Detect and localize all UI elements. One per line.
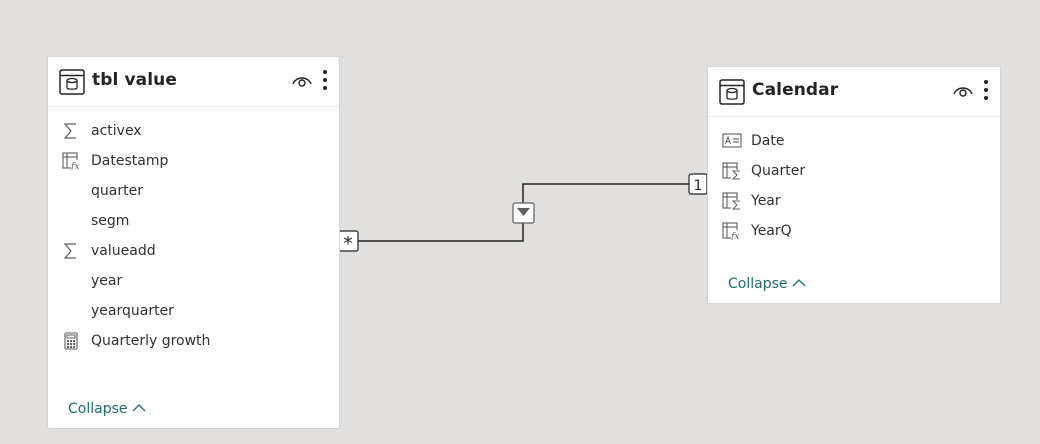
field-label: valueadd: [91, 243, 156, 259]
collapse-button[interactable]: Collapse: [728, 276, 806, 292]
measure-calculator-icon: [62, 332, 80, 350]
field-label: activex: [91, 123, 142, 139]
collapse-button[interactable]: Collapse: [68, 401, 146, 417]
calculated-column-icon: fx: [722, 222, 742, 242]
field-row-activex[interactable]: activex: [48, 117, 339, 147]
field-label: year: [91, 273, 123, 289]
hierarchy-sum-icon: [722, 192, 742, 210]
field-label: Quarterly growth: [91, 333, 211, 349]
field-list: activex fx Datestamp quarter segm: [48, 117, 339, 357]
field-label: Datestamp: [91, 153, 169, 169]
text-field-icon: [722, 132, 742, 150]
field-list: Date Quarter: [708, 127, 1000, 247]
collapse-label: Collapse: [728, 276, 788, 292]
field-label: segm: [91, 213, 130, 229]
field-row-valueadd[interactable]: valueadd: [48, 237, 339, 267]
table-title: tbl value: [92, 70, 177, 90]
table-card-header[interactable]: Calendar: [708, 67, 1000, 117]
many-cardinality-marker[interactable]: *: [337, 230, 359, 255]
field-row-datestamp[interactable]: fx Datestamp: [48, 147, 339, 177]
table-title: Calendar: [752, 80, 839, 100]
one-cardinality-label: 1: [694, 178, 703, 194]
table-icon: [59, 69, 85, 99]
table-icon: [719, 79, 745, 109]
field-row-date[interactable]: Date: [708, 127, 1000, 157]
table-card-calendar[interactable]: Calendar Date: [707, 66, 1001, 304]
field-row-year[interactable]: year: [48, 267, 339, 297]
svg-text:fx: fx: [70, 162, 79, 170]
calculated-column-icon: fx: [62, 152, 82, 172]
table-card-tbl-value[interactable]: tbl value activex fx: [47, 56, 340, 429]
field-row-year[interactable]: Year: [708, 187, 1000, 217]
field-label: quarter: [91, 183, 143, 199]
many-cardinality-label: *: [343, 233, 353, 255]
more-options-icon[interactable]: [983, 80, 989, 102]
field-label: Quarter: [751, 163, 806, 179]
field-row-yearq[interactable]: fx YearQ: [708, 217, 1000, 247]
svg-text:fx: fx: [730, 232, 739, 240]
chevron-up-icon: [792, 279, 805, 287]
field-row-quarterly-growth[interactable]: Quarterly growth: [48, 327, 339, 357]
field-label: yearquarter: [91, 303, 174, 319]
chevron-up-icon: [132, 404, 145, 412]
field-row-quarter[interactable]: Quarter: [708, 157, 1000, 187]
hierarchy-sum-icon: [722, 162, 742, 180]
sigma-icon: [62, 242, 80, 260]
field-label: Date: [751, 133, 785, 149]
sigma-icon: [62, 122, 80, 140]
field-label: YearQ: [751, 223, 792, 239]
filter-direction-icon[interactable]: [512, 202, 535, 224]
field-row-quarter[interactable]: quarter: [48, 177, 339, 207]
visibility-eye-icon[interactable]: [953, 83, 973, 102]
field-row-yearquarter[interactable]: yearquarter: [48, 297, 339, 327]
visibility-eye-icon[interactable]: [292, 73, 312, 92]
table-card-header[interactable]: tbl value: [48, 57, 339, 107]
field-row-segm[interactable]: segm: [48, 207, 339, 237]
more-options-icon[interactable]: [322, 70, 328, 92]
one-cardinality-marker[interactable]: 1: [688, 173, 708, 195]
collapse-label: Collapse: [68, 401, 128, 417]
field-label: Year: [751, 193, 781, 209]
